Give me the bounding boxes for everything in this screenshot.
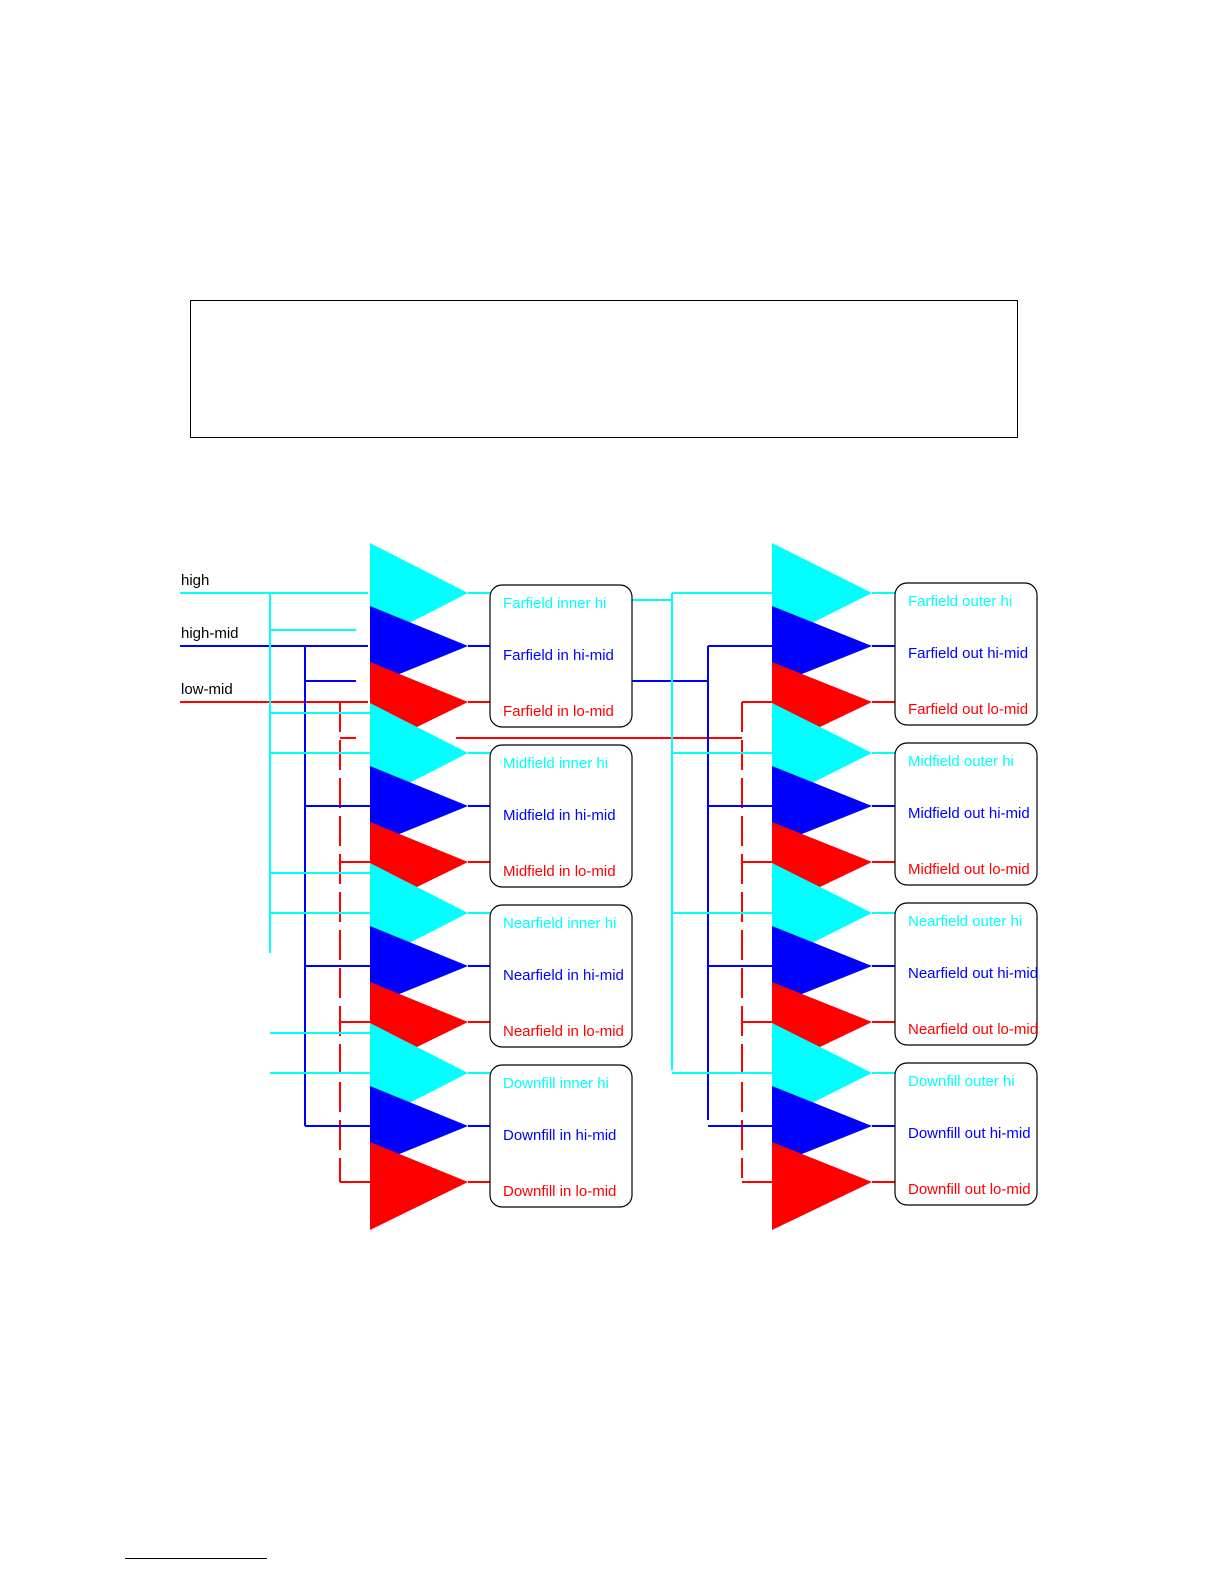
inner-box-nearfield <box>489 904 633 1048</box>
outer-label-midfield-high: Midfield outer hi <box>908 753 1014 770</box>
outer-amp-downfill-lo_mid <box>772 1142 872 1230</box>
inner-label-downfill-lo_mid: Downfill in lo-mid <box>503 1183 616 1200</box>
outer-box-farfield <box>894 582 1038 726</box>
outer-amp-farfield-hi_mid <box>772 606 872 686</box>
inner-label-farfield-lo_mid: Farfield in lo-mid <box>503 703 614 720</box>
inner-label-downfill-high: Downfill inner hi <box>503 1075 609 1092</box>
inner-label-midfield-high: Midfield inner hi <box>503 755 608 772</box>
outer-label-nearfield-hi_mid: Nearfield out hi-mid <box>908 965 1038 982</box>
amplifier-layer <box>370 543 872 1230</box>
outer-label-downfill-lo_mid: Downfill out lo-mid <box>908 1181 1031 1198</box>
outer-label-nearfield-lo_mid: Nearfield out lo-mid <box>908 1021 1038 1038</box>
inner-amp-midfield-hi_mid <box>370 766 468 846</box>
inner-amp-downfill-hi_mid <box>370 1086 468 1166</box>
input-label-layer: high high-mid low-mid <box>181 572 239 698</box>
outer-label-midfield-hi_mid: Midfield out hi-mid <box>908 805 1030 822</box>
outer-label-midfield-lo_mid: Midfield out lo-mid <box>908 861 1030 878</box>
inner-label-nearfield-lo_mid: Nearfield in lo-mid <box>503 1023 624 1040</box>
footnote-rule <box>125 1558 267 1559</box>
inner-amp-farfield-hi_mid <box>370 606 468 686</box>
input-label-hi_mid: high-mid <box>181 625 239 642</box>
outer-box-downfill <box>894 1062 1038 1206</box>
outer-amp-nearfield-hi_mid <box>772 926 872 1006</box>
outer-label-farfield-high: Farfield outer hi <box>908 593 1012 610</box>
blank-frame <box>190 300 1018 438</box>
inner-label-midfield-lo_mid: Midfield in lo-mid <box>503 863 616 880</box>
outer-label-farfield-lo_mid: Farfield out lo-mid <box>908 701 1028 718</box>
outer-box-nearfield <box>894 902 1038 1046</box>
inner-label-farfield-high: Farfield inner hi <box>503 595 606 612</box>
inner-amp-downfill-lo_mid <box>370 1142 468 1230</box>
outer-label-downfill-hi_mid: Downfill out hi-mid <box>908 1125 1031 1142</box>
inner-box-downfill <box>489 1064 633 1208</box>
input-label-lo_mid: low-mid <box>181 681 233 698</box>
inner-label-nearfield-hi_mid: Nearfield in hi-mid <box>503 967 624 984</box>
outer-box-midfield <box>894 742 1038 886</box>
outer-label-downfill-high: Downfill outer hi <box>908 1073 1015 1090</box>
wire-layer <box>180 592 895 1183</box>
inner-label-downfill-hi_mid: Downfill in hi-mid <box>503 1127 616 1144</box>
outer-amp-downfill-hi_mid <box>772 1086 872 1166</box>
inner-box-midfield <box>489 744 633 888</box>
inner-label-farfield-hi_mid: Farfield in hi-mid <box>503 647 614 664</box>
outer-label-nearfield-high: Nearfield outer hi <box>908 913 1022 930</box>
outer-label-farfield-hi_mid: Farfield out hi-mid <box>908 645 1028 662</box>
inner-label-midfield-hi_mid: Midfield in hi-mid <box>503 807 616 824</box>
inner-box-farfield <box>489 584 633 728</box>
inner-label-nearfield-high: Nearfield inner hi <box>503 915 616 932</box>
outer-amp-midfield-hi_mid <box>772 766 872 846</box>
inner-amp-nearfield-hi_mid <box>370 926 468 1006</box>
input-label-high: high <box>181 572 209 589</box>
